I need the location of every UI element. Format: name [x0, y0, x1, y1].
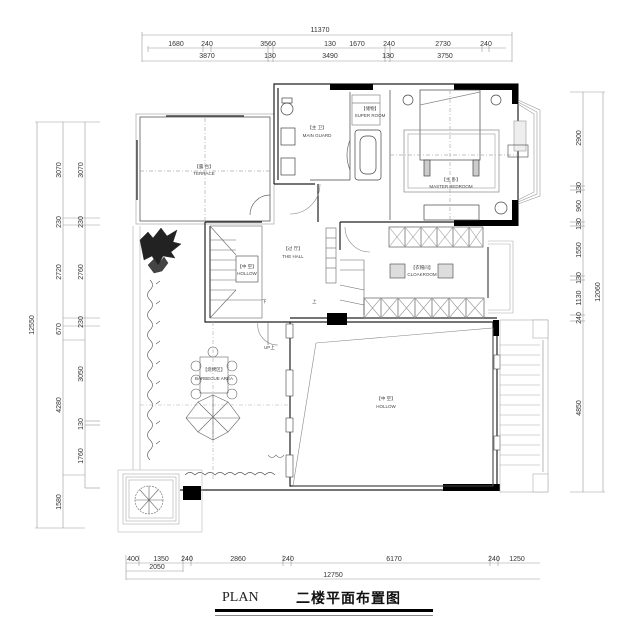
cloakroom-room [339, 222, 514, 319]
title-underline-thick [215, 609, 433, 612]
master-bedroom-label-en: MASTER BEDROOM [429, 184, 473, 189]
small-stair [325, 227, 365, 315]
svg-text:3560: 3560 [260, 41, 276, 48]
svg-text:240: 240 [201, 41, 213, 48]
dim-right-overall: 12060 [595, 282, 602, 302]
dim-top-overall: 11370 [311, 27, 330, 34]
bottom-dimension-lines [125, 555, 540, 580]
svg-text:240: 240 [480, 41, 492, 48]
small-room-label-en: SUPER ROOM [355, 113, 386, 118]
svg-text:1130: 1130 [576, 290, 583, 305]
svg-text:130: 130 [576, 218, 583, 230]
svg-text:130: 130 [264, 53, 276, 60]
main-guard-room [280, 92, 382, 181]
right-deck [499, 319, 549, 493]
svg-text:1350: 1350 [153, 556, 169, 563]
svg-text:3070: 3070 [78, 162, 85, 178]
svg-text:4280: 4280 [56, 397, 63, 413]
barbecue-label-en: BARBECUE AREA [195, 376, 233, 381]
dim-top-row1: 1680 240 3560 130 1670 240 2730 240 [168, 41, 492, 48]
svg-text:1580: 1580 [56, 494, 63, 510]
drawing-title-cn: 二楼平面布置图 [296, 591, 401, 607]
svg-text:3050: 3050 [78, 366, 85, 382]
svg-text:1760: 1760 [78, 448, 85, 464]
svg-text:130: 130 [382, 53, 394, 60]
svg-text:3070: 3070 [56, 162, 63, 178]
dim-left-outer: 3070 230 2720 670 4280 1580 [56, 162, 63, 510]
hollow-main-label-en: HOLLOW [376, 404, 396, 409]
title-underline-thin [215, 615, 433, 616]
dim-top-row2: 3870 130 3490 130 3750 [199, 53, 453, 60]
svg-text:130: 130 [576, 272, 583, 284]
terrace-label-en: TERRACE [193, 171, 215, 176]
dim-right-inner: 2900 130 960 130 1550 130 1130 240 4850 [576, 130, 583, 416]
hall-label-cn: 【过 厅】 [283, 245, 302, 252]
dim-left-inner: 3070 230 2760 230 3050 130 1760 [78, 162, 85, 464]
svg-text:1250: 1250 [509, 556, 525, 563]
barbecue-area [132, 226, 290, 480]
stair-up2-label: UP上 [264, 344, 275, 350]
svg-text:2730: 2730 [435, 41, 451, 48]
svg-text:230: 230 [78, 316, 85, 328]
corner-planter [117, 469, 203, 533]
svg-text:3870: 3870 [199, 53, 215, 60]
svg-text:230: 230 [56, 216, 63, 228]
svg-text:2860: 2860 [230, 556, 246, 563]
svg-text:240: 240 [282, 556, 294, 563]
stair-down-label: 下 [262, 299, 267, 305]
drawing-title-en: PLAN [222, 590, 259, 605]
terrace-room [135, 113, 275, 225]
hall-label-en: THE HALL [282, 254, 304, 259]
cloakroom-label-cn: 【衣帽间】 [411, 264, 434, 271]
planting-vine [147, 279, 285, 476]
svg-text:4850: 4850 [576, 400, 583, 416]
svg-text:240: 240 [383, 41, 395, 48]
svg-text:3490: 3490 [322, 53, 338, 60]
bathroom-door-swing [289, 183, 321, 215]
stair-up-label: 上 [312, 298, 317, 304]
svg-text:1680: 1680 [168, 41, 184, 48]
svg-text:130: 130 [576, 182, 583, 194]
svg-text:240: 240 [576, 312, 583, 324]
svg-text:400: 400 [127, 556, 139, 563]
svg-text:1670: 1670 [349, 41, 365, 48]
svg-text:130: 130 [78, 418, 85, 430]
left-dimension-lines [35, 121, 100, 529]
svg-text:960: 960 [576, 200, 583, 212]
master-bedroom-label-cn: 【主 卧】 [441, 176, 460, 183]
structural-columns [183, 84, 518, 500]
svg-text:240: 240 [181, 556, 193, 563]
hollow-main-label-cn: 【中 空】 [376, 395, 395, 402]
svg-text:2900: 2900 [576, 130, 583, 146]
master-bedroom-room [389, 89, 518, 221]
svg-text:2720: 2720 [56, 264, 63, 280]
barbecue-label-cn: 【烧烤区】 [203, 366, 226, 373]
cloakroom-label-en: CLOAKROOM [407, 272, 437, 277]
planting-border [139, 227, 182, 274]
main-guard-label-en: MAIN GUARD [303, 133, 333, 138]
small-room-label-cn: 【储物】 [361, 105, 379, 112]
terrace-label-cn: 【露 台】 [194, 163, 213, 170]
svg-text:230: 230 [78, 216, 85, 228]
svg-text:670: 670 [56, 323, 63, 335]
svg-text:130: 130 [324, 41, 336, 48]
svg-text:240: 240 [488, 556, 500, 563]
main-guard-label-cn: 【主 卫】 [307, 124, 326, 130]
svg-text:3750: 3750 [437, 53, 453, 60]
bay-window [507, 99, 541, 205]
stairwell [209, 225, 263, 319]
svg-text:2760: 2760 [78, 264, 85, 280]
hollow-stair-label-cn: 【中 空】 [237, 263, 256, 270]
hollow-stair-label-en: HOLLOW [237, 271, 257, 276]
hollow-main-area [285, 323, 501, 487]
svg-text:1550: 1550 [576, 242, 583, 258]
right-dimension-lines [570, 91, 605, 493]
dim-bottom-row1: 400 1350 240 2860 240 6170 240 1250 [127, 556, 525, 563]
svg-text:6170: 6170 [386, 556, 402, 563]
dim-bottom-overall: 12750 [323, 572, 343, 579]
top-dimension-lines [141, 32, 513, 62]
dim-bottom-2050: 2050 [149, 564, 165, 571]
dim-left-overall: 12550 [29, 315, 36, 335]
